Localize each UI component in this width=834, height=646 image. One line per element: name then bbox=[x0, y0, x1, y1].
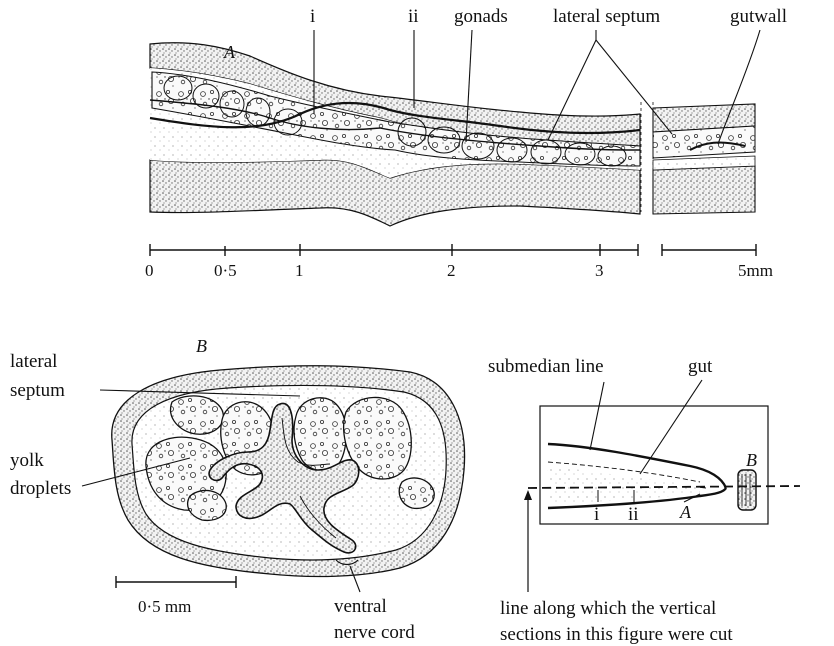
right-gonad bbox=[653, 126, 755, 158]
label-submedian-line: submedian line bbox=[488, 356, 604, 377]
scale-tick-0-5: 0·5 bbox=[214, 261, 237, 280]
label-gutwall: gutwall bbox=[730, 6, 787, 27]
label-nerve-cord: nerve cord bbox=[334, 622, 415, 643]
label-ventral: ventral bbox=[334, 596, 387, 617]
panel-a-letter: A bbox=[223, 42, 236, 62]
scale-bar-b bbox=[116, 576, 236, 588]
panel-b: B lateral septum yolk droplets ventral n… bbox=[10, 336, 465, 643]
panel-a: A i ii gonads lateral septum gutwall bbox=[145, 6, 787, 280]
inset-section-b bbox=[738, 470, 756, 510]
label-lateral-septum: lateral septum bbox=[553, 6, 660, 27]
scale-label-b: 0·5 mm bbox=[138, 597, 191, 616]
panel-b-letter: B bbox=[196, 336, 207, 356]
label-gut: gut bbox=[688, 356, 713, 377]
caption-line-2: sections in this figure were cut bbox=[500, 624, 733, 645]
section-break bbox=[641, 100, 653, 212]
caption-line-1: line along which the vertical bbox=[500, 598, 716, 619]
label-droplets: droplets bbox=[10, 478, 71, 499]
scale-tick-5mm: 5mm bbox=[738, 261, 773, 280]
label-septum: septum bbox=[10, 380, 65, 401]
scale-bar-a bbox=[150, 244, 756, 256]
label-gonads: gonads bbox=[454, 6, 508, 27]
inset-label-i: i bbox=[594, 504, 599, 525]
inset-label-ii: ii bbox=[628, 504, 639, 525]
label-ii: ii bbox=[408, 6, 419, 27]
inset-orientation: submedian line gut B i ii A bbox=[488, 356, 800, 645]
label-i: i bbox=[310, 6, 315, 27]
scale-tick-0: 0 bbox=[145, 261, 154, 280]
label-yolk: yolk bbox=[10, 450, 44, 471]
scale-tick-3: 3 bbox=[595, 261, 604, 280]
inset-label-a: A bbox=[679, 502, 692, 522]
scale-tick-1: 1 bbox=[295, 261, 304, 280]
right-lower-wall bbox=[653, 166, 755, 214]
scale-tick-2: 2 bbox=[447, 261, 456, 280]
label-lateral: lateral bbox=[10, 351, 57, 372]
inset-label-b: B bbox=[746, 450, 757, 470]
